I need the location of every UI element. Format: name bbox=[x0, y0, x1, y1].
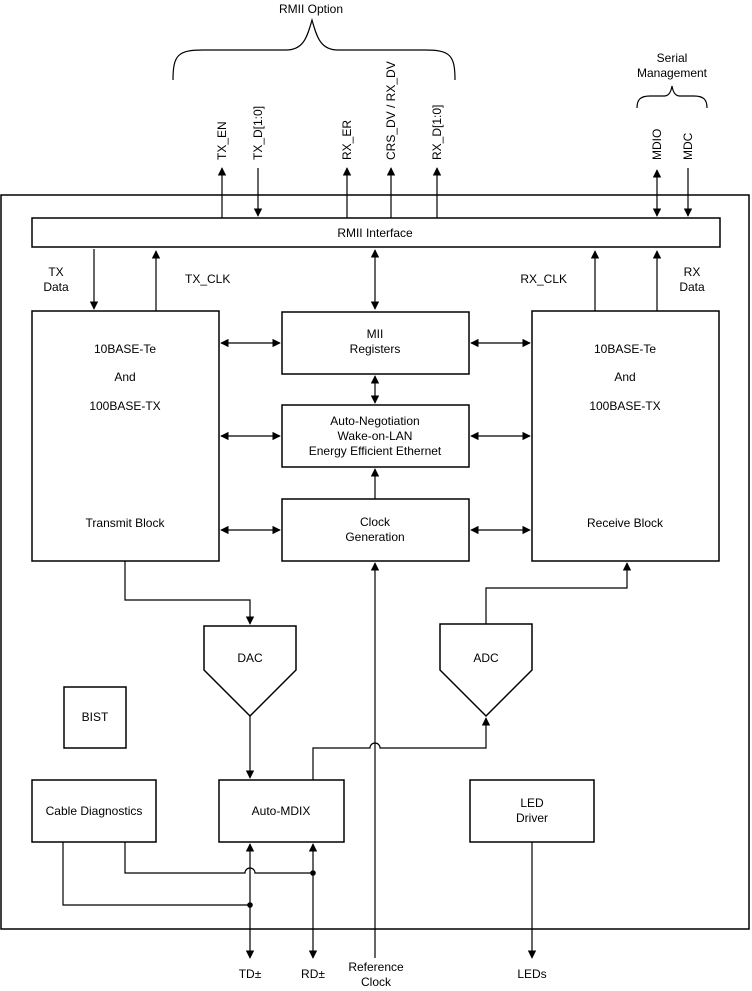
cable-diag-rd-link bbox=[124, 842, 313, 874]
pin-leds-label: LEDs bbox=[517, 967, 546, 981]
autoneg-line2: Wake-on-LAN bbox=[338, 429, 413, 443]
pin-rxd-label: RX_D[1:0] bbox=[430, 105, 444, 160]
adc-shape bbox=[439, 623, 533, 718]
td-junction-dot bbox=[247, 902, 253, 908]
transmit-block bbox=[31, 310, 220, 562]
rx-clk-label: RX_CLK bbox=[520, 272, 567, 286]
serial-management-label-2: Management bbox=[637, 66, 708, 80]
pin-rd-label: RD± bbox=[301, 967, 325, 981]
mii-registers-line1: MII bbox=[367, 327, 384, 341]
rmii-option-brace bbox=[172, 17, 456, 81]
transmit-block-line4: Transmit Block bbox=[86, 516, 166, 530]
autoneg-line3: Energy Efficient Ethernet bbox=[309, 444, 442, 458]
tx-data-label-2: Data bbox=[43, 280, 69, 294]
reference-clock-label-1: Reference bbox=[348, 960, 404, 974]
receive-block-line4: Receive Block bbox=[587, 516, 664, 530]
pin-txd-label: TX_D[1:0] bbox=[251, 106, 265, 160]
clock-generation-line1: Clock bbox=[360, 515, 391, 529]
auto-mdix-label: Auto-MDIX bbox=[252, 804, 311, 818]
led-driver-line2: Driver bbox=[516, 811, 548, 825]
autoneg-line1: Auto-Negotiation bbox=[330, 414, 419, 428]
transmit-dac-line bbox=[124, 561, 255, 625]
cable-diagnostics-label: Cable Diagnostics bbox=[46, 804, 143, 818]
receive-block-line3: 100BASE-TX bbox=[589, 399, 660, 413]
rmii-interface-bar bbox=[31, 217, 721, 248]
transmit-block-line3: 100BASE-TX bbox=[89, 399, 160, 413]
cable-diag-td-link bbox=[62, 842, 250, 906]
serial-management-brace bbox=[636, 85, 708, 109]
adc-label: ADC bbox=[473, 651, 499, 665]
mii-registers-line2: Registers bbox=[350, 342, 401, 356]
serial-management-label-1: Serial bbox=[657, 51, 688, 65]
rmii-interface-label: RMII Interface bbox=[337, 226, 413, 240]
pin-mdio-label: MDIO bbox=[650, 129, 664, 160]
pin-tx-en-label: TX_EN bbox=[215, 121, 229, 160]
bist-label: BIST bbox=[82, 710, 109, 724]
tx-clk-label: TX_CLK bbox=[185, 272, 230, 286]
led-driver-block bbox=[469, 779, 595, 843]
dac-label: DAC bbox=[237, 651, 263, 665]
rmii-option-label: RMII Option bbox=[279, 2, 343, 16]
rx-data-label-1: RX bbox=[684, 265, 701, 279]
rx-data-label-2: Data bbox=[679, 280, 705, 294]
receive-block bbox=[531, 310, 720, 562]
cable-diagnostics-block bbox=[31, 779, 157, 843]
pin-rx-er-label: RX_ER bbox=[340, 120, 354, 160]
clock-generation-block bbox=[281, 498, 470, 562]
transmit-block-line1: 10BASE-Te bbox=[94, 342, 156, 356]
receive-block-line1: 10BASE-Te bbox=[594, 342, 656, 356]
pin-mdc-label: MDC bbox=[681, 132, 695, 160]
auto-mdix-block bbox=[218, 779, 345, 843]
bist-block bbox=[63, 686, 127, 749]
rd-junction-dot bbox=[310, 870, 316, 876]
pin-td-label: TD± bbox=[239, 967, 262, 981]
mii-registers-block bbox=[281, 311, 470, 375]
autoneg-block bbox=[281, 404, 470, 468]
reference-clock-label-2: Clock bbox=[361, 975, 392, 989]
tx-data-label-1: TX bbox=[48, 265, 63, 279]
pin-crs-dv-label: CRS_DV / RX_DV bbox=[384, 61, 398, 160]
led-driver-line1: LED bbox=[520, 796, 544, 810]
receive-block-line2: And bbox=[614, 370, 635, 384]
adc-receive-line bbox=[485, 562, 632, 626]
clock-generation-line2: Generation bbox=[345, 530, 404, 544]
transmit-block-line2: And bbox=[114, 370, 135, 384]
dac-shape bbox=[203, 625, 297, 718]
